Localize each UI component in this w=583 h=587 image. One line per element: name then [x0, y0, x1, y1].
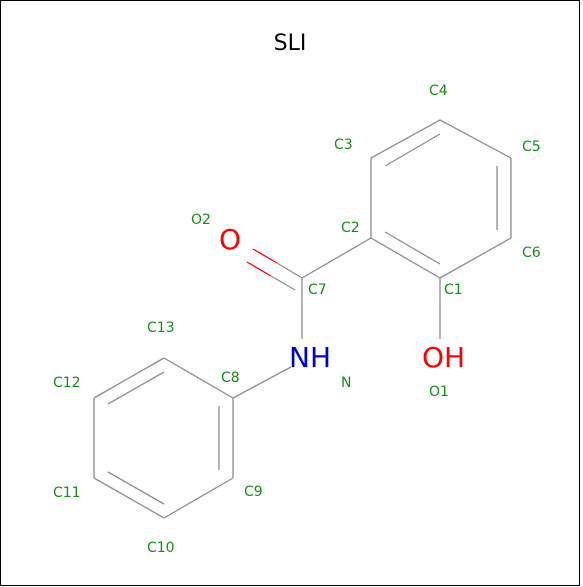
bond-c7-o2-inner-gray — [270, 275, 296, 291]
atom-label-o2: O2 — [191, 212, 211, 228]
carbonyl-oxygen-symbol: O — [219, 223, 241, 256]
atom-label-c1: C1 — [444, 282, 463, 298]
bond-c12-c13 — [93, 357, 165, 399]
bond-c2-c7 — [301, 237, 372, 279]
bond-c3-c4-inner — [384, 133, 441, 167]
bond-c7-o2-outer-red — [252, 248, 278, 264]
bond-c1-c2-inner — [384, 231, 441, 265]
atom-label-c5: C5 — [522, 139, 541, 155]
bond-c13-c8 — [163, 357, 234, 399]
atom-label-n: N — [341, 375, 351, 391]
bond-c1-c2 — [370, 237, 441, 279]
bond-c10-c11 — [93, 477, 165, 519]
atom-label-c9: C9 — [244, 484, 263, 500]
bonds — [93, 119, 512, 519]
bond-c7-o2 — [246, 248, 303, 291]
atom-label-o1: O1 — [429, 384, 449, 400]
amine-symbol: NH — [289, 341, 331, 374]
bond-c12-c13-inner — [107, 371, 165, 405]
bond-c7-o2-outer-gray — [276, 262, 303, 279]
atom-label-c4: C4 — [429, 83, 448, 99]
bond-c4-c5 — [439, 119, 512, 159]
atom-label-c8: C8 — [221, 370, 240, 386]
bond-c7-o2-inner-red — [246, 261, 272, 277]
bond-c10-c11-inner — [107, 471, 165, 505]
atom-label-c12: C12 — [53, 375, 81, 391]
bond-c3-c4 — [370, 119, 441, 159]
atom-label-c13: C13 — [147, 320, 175, 336]
atom-label-c7: C7 — [308, 282, 327, 298]
bond-n-c8 — [232, 366, 292, 399]
molecule-title: SLI — [273, 31, 307, 56]
bond-c9-c10 — [163, 477, 234, 519]
atom-label-c6: C6 — [522, 245, 541, 261]
atom-label-c11: C11 — [53, 485, 81, 501]
hydroxyl-symbol: OH — [422, 341, 465, 374]
atom-label-c10: C10 — [147, 540, 175, 556]
bond-c6-c1 — [439, 237, 512, 279]
atom-label-c3: C3 — [334, 137, 353, 153]
atom-label-c2: C2 — [341, 220, 360, 236]
